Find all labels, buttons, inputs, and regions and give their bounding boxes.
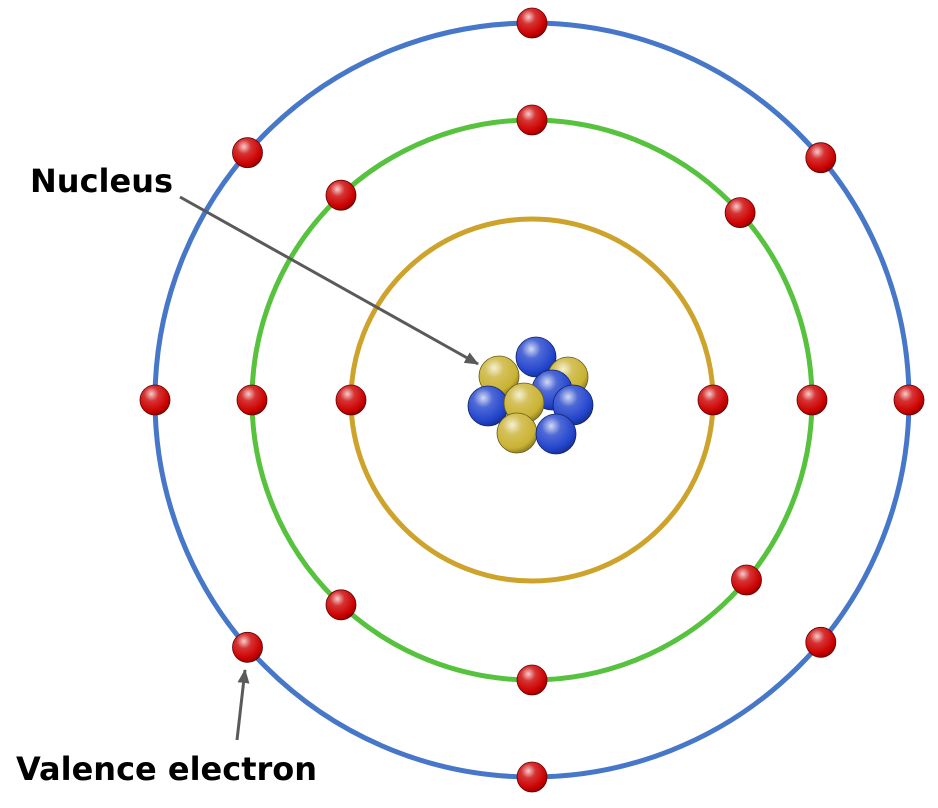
outer-shell-electron [805, 626, 837, 658]
outer-shell-electron [805, 142, 837, 174]
proton-sphere [535, 413, 577, 455]
outer-shell-electron [516, 761, 548, 793]
outer-shell-electron [232, 137, 263, 169]
middle-shell-electron [731, 564, 762, 596]
outer-shell-electron [893, 384, 925, 416]
proton-sphere [515, 336, 557, 378]
outer-shell-electron [516, 7, 548, 39]
electrons [139, 7, 925, 793]
middle-shell-electron [796, 384, 828, 416]
inner-shell-electron [697, 384, 729, 416]
neutron-sphere [496, 412, 538, 454]
middle-shell-electron [325, 179, 357, 211]
nucleus-arrow [179, 195, 479, 366]
middle-shell-electron [516, 104, 548, 136]
middle-shell-electron [325, 589, 357, 621]
outer-shell-electron [232, 631, 263, 663]
valence-electron-label: Valence electron [16, 750, 317, 788]
middle-shell-electron [516, 664, 548, 696]
inner-shell-electron [335, 384, 367, 416]
outer-shell-electron [139, 384, 171, 416]
middle-shell-electron [724, 197, 756, 229]
nucleus-label: Nucleus [30, 162, 173, 200]
middle-shell-electron [236, 384, 268, 416]
valence-electron-arrow [235, 669, 250, 741]
nucleus [467, 336, 594, 455]
